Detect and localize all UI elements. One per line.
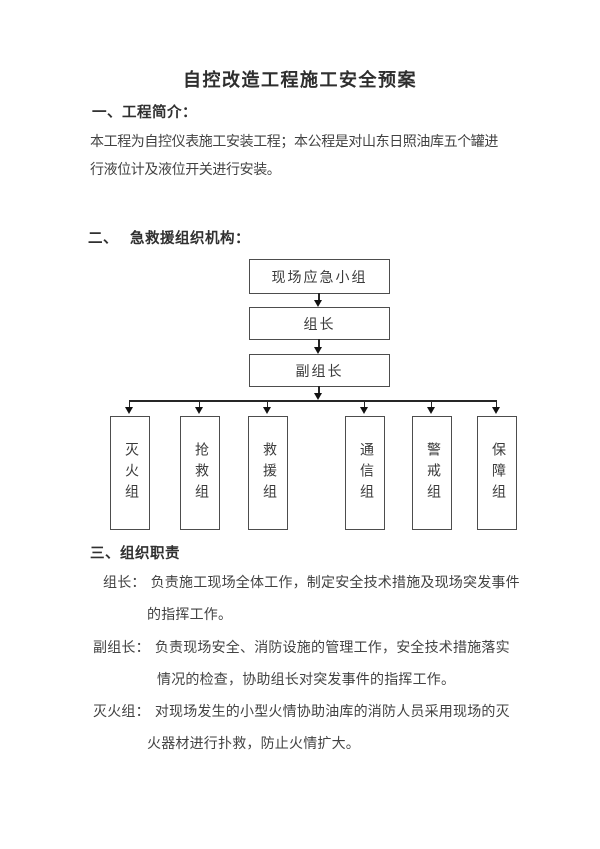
connector-line <box>318 293 320 301</box>
arrow-down-icon <box>124 407 133 414</box>
arrow-down-icon <box>194 407 203 414</box>
duty-firefighting-role: 灭火组： <box>93 705 150 720</box>
connector-line <box>266 400 268 408</box>
section2-heading: 二、急救援组织机构： <box>88 227 250 248</box>
duty-firefighting-text: 对现场发生的小型火情协助油库的消防人员采用现场的灭 <box>154 705 510 720</box>
arrow-down-icon <box>314 300 322 307</box>
org-box-level3-label: 副组长 <box>295 364 344 380</box>
org-box-team-6-label: 保障组 <box>490 441 505 505</box>
section2-number: 二、 <box>88 231 118 247</box>
org-box-team-6: 保障组 <box>477 416 517 530</box>
section1-body-line2: 行液位计及液位开关进行安装。 <box>90 163 281 178</box>
org-box-team-4: 通信组 <box>345 416 385 530</box>
arrow-down-icon <box>314 347 322 354</box>
duty-deputy-line2: 情况的检查，协助组长对突发事件的指挥工作。 <box>157 673 456 688</box>
org-box-level2-label: 组长 <box>303 317 336 333</box>
org-box-team-5-label: 警戒组 <box>425 441 440 505</box>
org-box-team-3-label: 救援组 <box>261 441 276 505</box>
duty-firefighting-line2: 火器材进行扑救，防止火情扩大。 <box>147 737 360 752</box>
duty-deputy-text: 负责现场安全、消防设施的管理工作，安全技术措施落实 <box>154 641 510 656</box>
connector-line <box>318 339 320 347</box>
org-box-team-5: 警戒组 <box>412 416 452 530</box>
section1-body-line1: 本工程为自控仪表施工安装工程；本公程是对山东日照油库五个罐进 <box>90 135 498 150</box>
document-title: 自控改造工程施工安全预案 <box>183 70 417 90</box>
org-box-team-1: 灭火组 <box>110 416 150 530</box>
org-box-team-2: 抢救组 <box>180 416 220 530</box>
connector-line <box>495 400 497 408</box>
connector-line <box>363 400 365 408</box>
org-box-team-4-label: 通信组 <box>358 441 373 505</box>
org-box-team-3: 救援组 <box>248 416 288 530</box>
duty-leader-role: 组长： <box>103 576 146 591</box>
duty-deputy-role: 副组长： <box>93 641 150 656</box>
duty-deputy-line1: 副组长： 负责现场安全、消防设施的管理工作，安全技术措施落实 <box>93 637 510 657</box>
arrow-down-icon <box>426 407 435 414</box>
connector-line <box>128 400 130 408</box>
org-box-level2: 组长 <box>249 307 390 340</box>
connector-line <box>430 400 432 408</box>
org-box-level1-label: 现场应急小组 <box>271 270 368 286</box>
section3-heading: 三、组织职责 <box>90 546 180 562</box>
section1-heading: 一、工程简介： <box>92 105 197 121</box>
arrow-down-icon <box>491 407 500 414</box>
duty-leader-line1: 组长： 负责施工现场全体工作，制定安全技术措施及现场突发事件 <box>103 572 520 592</box>
connector-line <box>198 400 200 408</box>
section2-heading-text: 急救援组织机构： <box>130 231 250 247</box>
org-box-level3: 副组长 <box>249 354 390 387</box>
org-box-team-2-label: 抢救组 <box>193 441 208 505</box>
org-box-team-1-label: 灭火组 <box>123 441 138 505</box>
org-box-level1: 现场应急小组 <box>249 259 390 294</box>
connector-line <box>318 386 320 394</box>
arrow-down-icon <box>262 407 271 414</box>
arrow-down-icon <box>314 393 322 400</box>
arrow-down-icon <box>359 407 368 414</box>
duty-leader-text: 负责施工现场全体工作，制定安全技术措施及现场突发事件 <box>150 576 520 591</box>
duty-firefighting-line1: 灭火组： 对现场发生的小型火情协助油库的消防人员采用现场的灭 <box>93 701 510 721</box>
duty-leader-line2: 的指挥工作。 <box>147 608 233 623</box>
connector-rail <box>129 400 497 402</box>
